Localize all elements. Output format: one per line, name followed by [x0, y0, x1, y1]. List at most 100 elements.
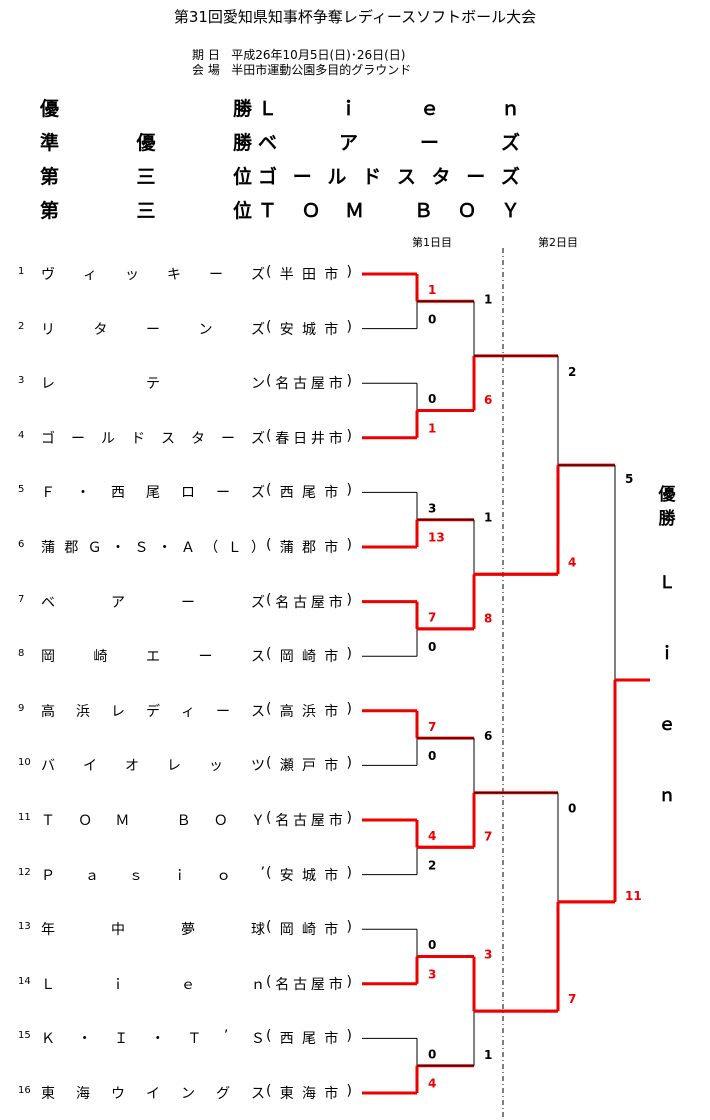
champion-label-char: 優 — [658, 485, 676, 505]
team-city-char: 崎 — [302, 922, 316, 939]
score-label: 1 — [428, 422, 436, 436]
team-city-char: 市 — [328, 976, 343, 993]
score-label: 1 — [484, 511, 492, 525]
result-team-char: ー — [419, 132, 439, 154]
team-city-char: ( — [266, 537, 272, 553]
team-name-char: ヴ — [41, 267, 55, 283]
team-city-char: 名 — [275, 376, 290, 393]
team-name-char: イ — [146, 1086, 160, 1102]
team-city-char: ) — [346, 864, 352, 881]
team-name-char: Ｌ — [41, 976, 55, 993]
team-name-char: キ — [167, 267, 181, 283]
team-city-char: 崎 — [302, 649, 316, 666]
team-name-char: ズ — [251, 430, 265, 447]
team-city-char: 市 — [324, 1031, 339, 1048]
result-label-char: 第 — [40, 200, 60, 222]
result-label: 第三位 — [40, 196, 252, 223]
team-city-char: 市 — [324, 703, 339, 720]
team-city-char: ) — [346, 810, 352, 826]
team-city-char: ) — [346, 591, 352, 608]
team-name-char: ・ — [77, 1031, 92, 1048]
team-name-char: ー — [198, 649, 213, 666]
team-seed-number: 10 — [18, 757, 31, 769]
team-city-char: 高 — [279, 703, 294, 720]
team-name-char: 崎 — [93, 649, 108, 666]
team-city-char: 古 — [293, 813, 308, 829]
score-label: 0 — [428, 312, 436, 326]
team-name-char: ・ — [110, 540, 125, 556]
team-name-char: Ｐ — [41, 867, 55, 884]
score-label: 3 — [484, 948, 492, 962]
team-city-char: 古 — [293, 376, 308, 393]
team-city: (西尾市) — [266, 1028, 352, 1048]
team-name-char: ズ — [251, 321, 265, 338]
team-name-char: 年 — [41, 922, 55, 939]
team-seed-number: 7 — [18, 593, 25, 605]
team-city: (西尾市) — [266, 482, 352, 502]
team-name-char: ・ — [150, 1031, 165, 1048]
team-seed-number: 9 — [18, 702, 25, 714]
team-city-char: ) — [346, 482, 352, 499]
team-seed-number: 4 — [18, 429, 25, 441]
score-label: 0 — [428, 640, 436, 654]
team-city-char: 浜 — [302, 703, 316, 720]
result-label-char: 三 — [136, 166, 156, 188]
team-city-char: 瀬 — [279, 758, 294, 775]
team-name-char: 夢 — [181, 922, 195, 939]
team-seed-number: 1 — [18, 266, 25, 277]
result-team-char: ｅ — [419, 98, 439, 120]
team-city-char: 郡 — [302, 540, 316, 556]
date-label: 期 日 — [192, 48, 220, 62]
result-team-char: ア — [338, 132, 358, 154]
team-name-char: ｉ — [172, 867, 187, 884]
team-name-char: ル — [101, 430, 115, 447]
team-name-char: ｓ — [128, 867, 143, 884]
result-team-char: ー — [466, 166, 486, 188]
team-name-char: Ｍ — [115, 813, 130, 829]
score-label: 3 — [428, 501, 436, 515]
team-seed-number: 12 — [18, 866, 31, 878]
team-name-char: ー — [209, 267, 223, 283]
team-city: (名古屋市) — [266, 810, 352, 830]
team-name-char: リ — [41, 321, 55, 338]
team-city: (岡崎市) — [266, 646, 352, 666]
team-name-char: ズ — [251, 267, 265, 283]
team-city-char: 市 — [328, 376, 343, 393]
score-label: 1 — [428, 283, 436, 297]
team-name-char: グ — [216, 1086, 230, 1102]
result-team-char: タ — [431, 166, 451, 188]
team-name-char: Ｉ — [114, 1031, 129, 1048]
score-label: 8 — [484, 611, 492, 625]
team-name: レテン — [41, 373, 265, 393]
score-label: 5 — [625, 472, 633, 486]
result-team-char: ル — [327, 166, 347, 188]
result-label-char: 勝 — [232, 132, 252, 154]
team-city-char: 蒲 — [279, 540, 294, 556]
team-city-char: ( — [266, 810, 272, 826]
result-label-char: 優 — [136, 132, 156, 154]
team-city-char: 市 — [324, 485, 339, 502]
team-name-char: 尾 — [146, 485, 160, 502]
team-city-char: 尾 — [302, 485, 316, 502]
team-name: 高浜レディース — [41, 701, 265, 721]
team-name-char: ア — [111, 594, 125, 611]
page-title: 第31回愛知県知事杯争奪レディースソフトボール大会 — [173, 8, 537, 26]
team-city: (名古屋市) — [266, 373, 352, 393]
team-city-char: 市 — [324, 922, 339, 939]
team-city-char: ) — [346, 1083, 352, 1099]
venue-label: 会 場 — [192, 63, 220, 77]
score-label: 4 — [428, 1077, 436, 1091]
team-name-char: 球 — [251, 922, 265, 939]
score-label: 4 — [568, 555, 576, 569]
